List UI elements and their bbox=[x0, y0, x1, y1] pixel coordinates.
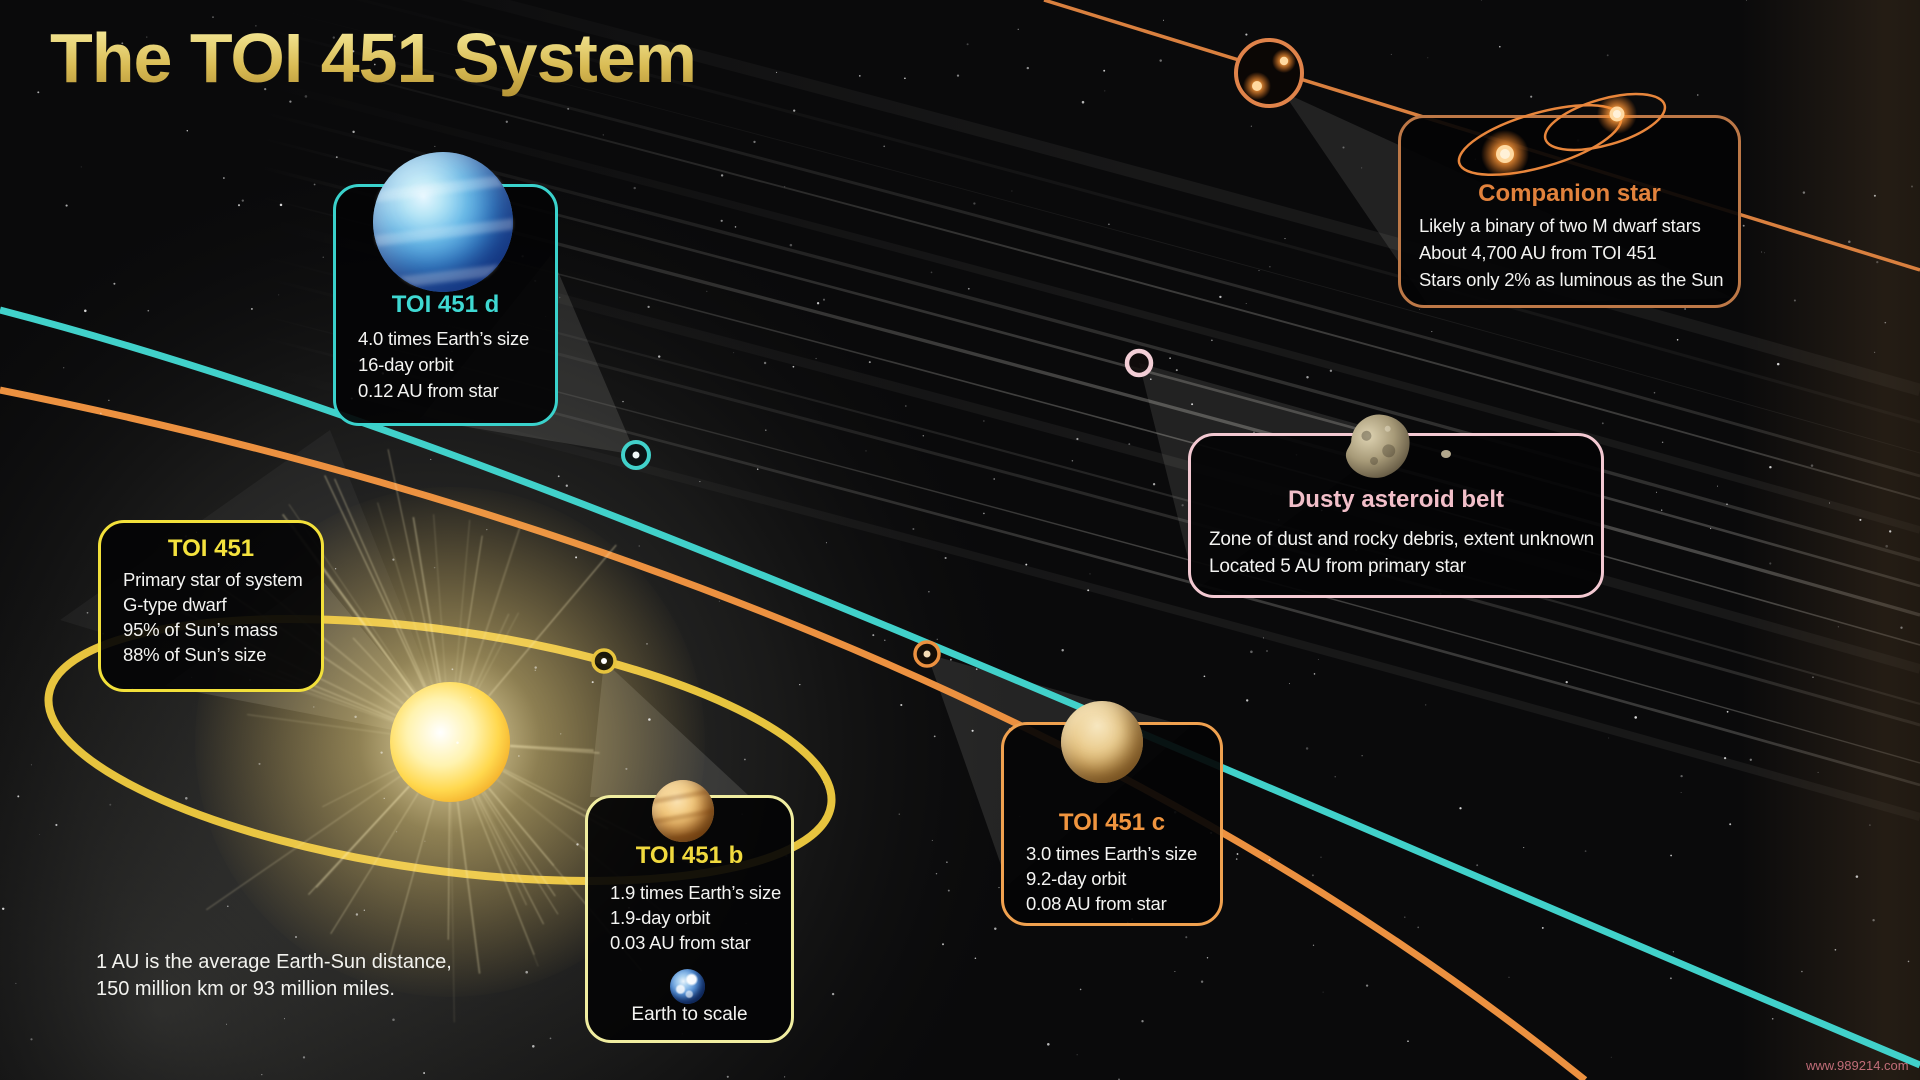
watermark: www.989214.com bbox=[1806, 1058, 1909, 1073]
asteroid-belt-marker bbox=[1124, 348, 1154, 378]
asteroid-belt-card-title: Dusty asteroid belt bbox=[1287, 486, 1505, 513]
toi451b-planet-image bbox=[652, 780, 714, 842]
companion-card-title: Companion star bbox=[1478, 180, 1661, 207]
toi451c-orbit: 9.2-day orbit bbox=[1026, 868, 1127, 889]
toi451b-orbit: 1.9-day orbit bbox=[610, 907, 711, 928]
toi451d-size: 4.0 times Earth’s size bbox=[358, 328, 530, 349]
toi451-type: G-type dwarf bbox=[123, 594, 227, 615]
asteroid-belt-description: Zone of dust and rocky debris, extent un… bbox=[1209, 529, 1594, 550]
toi451c-card-title: TOI 451 c bbox=[1058, 809, 1166, 836]
companion-type: Likely a binary of two M dwarf stars bbox=[1419, 215, 1701, 236]
toi451c-distance: 0.08 AU from star bbox=[1026, 893, 1167, 914]
au-footnote-line2: 150 million km or 93 million miles. bbox=[96, 978, 395, 1000]
companion-binary-circle bbox=[1234, 38, 1304, 108]
toi451-size: 88% of Sun’s size bbox=[123, 644, 267, 665]
page-title: The TOI 451 System bbox=[50, 19, 697, 97]
toi451c-planet-image bbox=[1061, 701, 1143, 783]
toi451d-card-title: TOI 451 d bbox=[391, 291, 500, 318]
toi451-card-title: TOI 451 bbox=[167, 535, 255, 562]
small-asteroid-image bbox=[1441, 450, 1451, 458]
dust-lane bbox=[1740, 0, 1920, 1080]
toi451d-distance: 0.12 AU from star bbox=[358, 380, 499, 401]
toi451b-card-title: TOI 451 b bbox=[635, 842, 744, 869]
asteroid-image bbox=[1345, 414, 1451, 478]
au-footnote-line1: 1 AU is the average Earth-Sun distance, bbox=[96, 951, 452, 973]
companion-distance: About 4,700 AU from TOI 451 bbox=[1419, 242, 1657, 263]
toi451c-size: 3.0 times Earth’s size bbox=[1026, 843, 1198, 864]
companion-luminosity: Stars only 2% as luminous as the Sun bbox=[1419, 269, 1724, 290]
au-footnote: 1 AU is the average Earth-Sun distance, … bbox=[96, 949, 452, 1003]
companion-binary-diagram bbox=[1457, 92, 1667, 178]
earth-scale-image bbox=[670, 969, 705, 1004]
toi451d-orbit: 16-day orbit bbox=[358, 354, 454, 375]
earth-scale-caption: Earth to scale bbox=[631, 1004, 748, 1025]
toi451-mass: 95% of Sun’s mass bbox=[123, 619, 278, 640]
toi451-primary-card: TOI 451 Primary star of system G-type dw… bbox=[98, 520, 324, 692]
toi451b-distance: 0.03 AU from star bbox=[610, 932, 751, 953]
orbit-toi451d bbox=[0, 306, 1920, 1069]
companion-star-card: Companion star Likely a binary of two M … bbox=[1398, 115, 1741, 308]
toi451d-planet-image bbox=[373, 152, 513, 292]
toi451b-size: 1.9 times Earth’s size bbox=[610, 882, 782, 903]
toi451-role: Primary star of system bbox=[123, 569, 303, 590]
asteroid-belt-location: Located 5 AU from primary star bbox=[1209, 556, 1466, 577]
primary-star bbox=[390, 682, 510, 802]
orbit-toi451c bbox=[0, 386, 1588, 1080]
planet-markers bbox=[591, 348, 1154, 674]
dust-ring-streaks bbox=[258, 0, 1920, 821]
